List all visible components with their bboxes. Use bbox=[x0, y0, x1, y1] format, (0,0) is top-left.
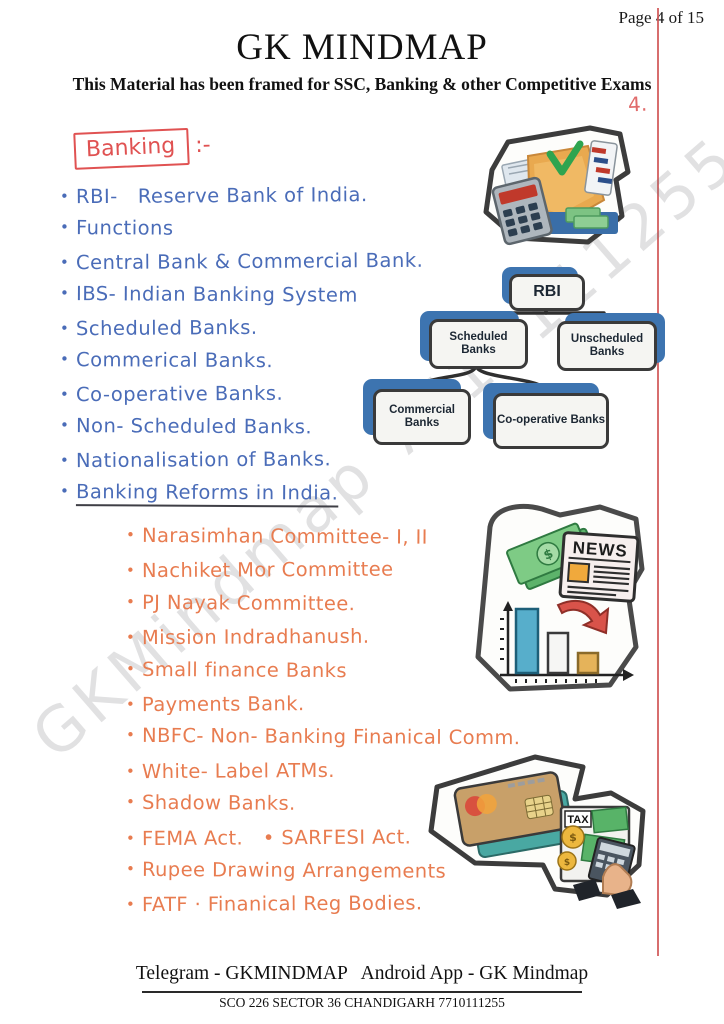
note-item: Banking Reforms in India. bbox=[60, 475, 423, 510]
note-item: Commerical Banks. bbox=[60, 343, 423, 378]
heading-frame: Banking bbox=[73, 127, 191, 170]
note-item: IBS- Indian Banking System bbox=[60, 277, 423, 312]
svg-text:TAX: TAX bbox=[567, 814, 589, 826]
svg-text:$: $ bbox=[569, 831, 577, 844]
tax-calculator-icon: TAX $ $ bbox=[557, 805, 641, 909]
flowchart-node-commercial-banks: Commercial Banks bbox=[373, 389, 471, 445]
credit-card-icon bbox=[453, 771, 575, 859]
red-margin-line bbox=[657, 8, 659, 956]
flowchart-node-scheduled-banks: Scheduled Banks bbox=[429, 319, 528, 369]
check-mark-icon bbox=[546, 140, 584, 176]
calculator-icon bbox=[491, 176, 553, 246]
cards-tax-sticker: TAX $ $ bbox=[428, 754, 646, 909]
flowchart-node-cooperative-banks: Co-operative Banks bbox=[493, 393, 609, 449]
heading-suffix: :- bbox=[194, 132, 212, 159]
handwritten-page-number: 4. bbox=[627, 91, 648, 117]
note-item: Nationalisation of Banks. bbox=[60, 442, 424, 478]
flowchart-node-unscheduled-banks: Unscheduled Banks bbox=[557, 321, 657, 371]
note-item: Co-operative Banks. bbox=[60, 376, 424, 412]
svg-text:$: $ bbox=[564, 858, 570, 868]
page-title: GK MINDMAP bbox=[236, 27, 488, 68]
note-item: RBI- Reserve Bank of India. bbox=[60, 178, 424, 214]
note-item: Scheduled Banks. bbox=[60, 310, 424, 346]
footer-divider bbox=[142, 991, 582, 993]
section-heading: Banking:- bbox=[73, 127, 212, 170]
note-item: Functions bbox=[60, 211, 423, 246]
page-subtitle: This Material has been framed for SSC, B… bbox=[72, 74, 652, 94]
declining-bar-chart-icon bbox=[500, 599, 634, 683]
page-indicator: Page 4 of 15 bbox=[618, 8, 704, 27]
newspaper-icon: NEWS bbox=[558, 531, 640, 603]
finance-news-sticker: $ NEWS bbox=[475, 504, 645, 692]
hand-icon bbox=[573, 863, 641, 909]
tab-dividers-icon bbox=[584, 140, 618, 196]
svg-text:NEWS: NEWS bbox=[572, 538, 628, 561]
footer-contact-line: Telegram - GKMINDMAP Android App - GK Mi… bbox=[135, 963, 589, 984]
footer-address-line: SCO 226 SECTOR 36 CHANDIGARH 7710111255 bbox=[219, 995, 505, 1010]
note-item: Central Bank & Commercial Bank. bbox=[60, 244, 424, 280]
calculator-sticker bbox=[483, 125, 631, 246]
note-item: Non- Scheduled Banks. bbox=[60, 409, 423, 444]
blue-notes-list: RBI- Reserve Bank of India. Functions Ce… bbox=[60, 179, 423, 509]
flowchart-node-rbi: RBI bbox=[509, 274, 585, 311]
